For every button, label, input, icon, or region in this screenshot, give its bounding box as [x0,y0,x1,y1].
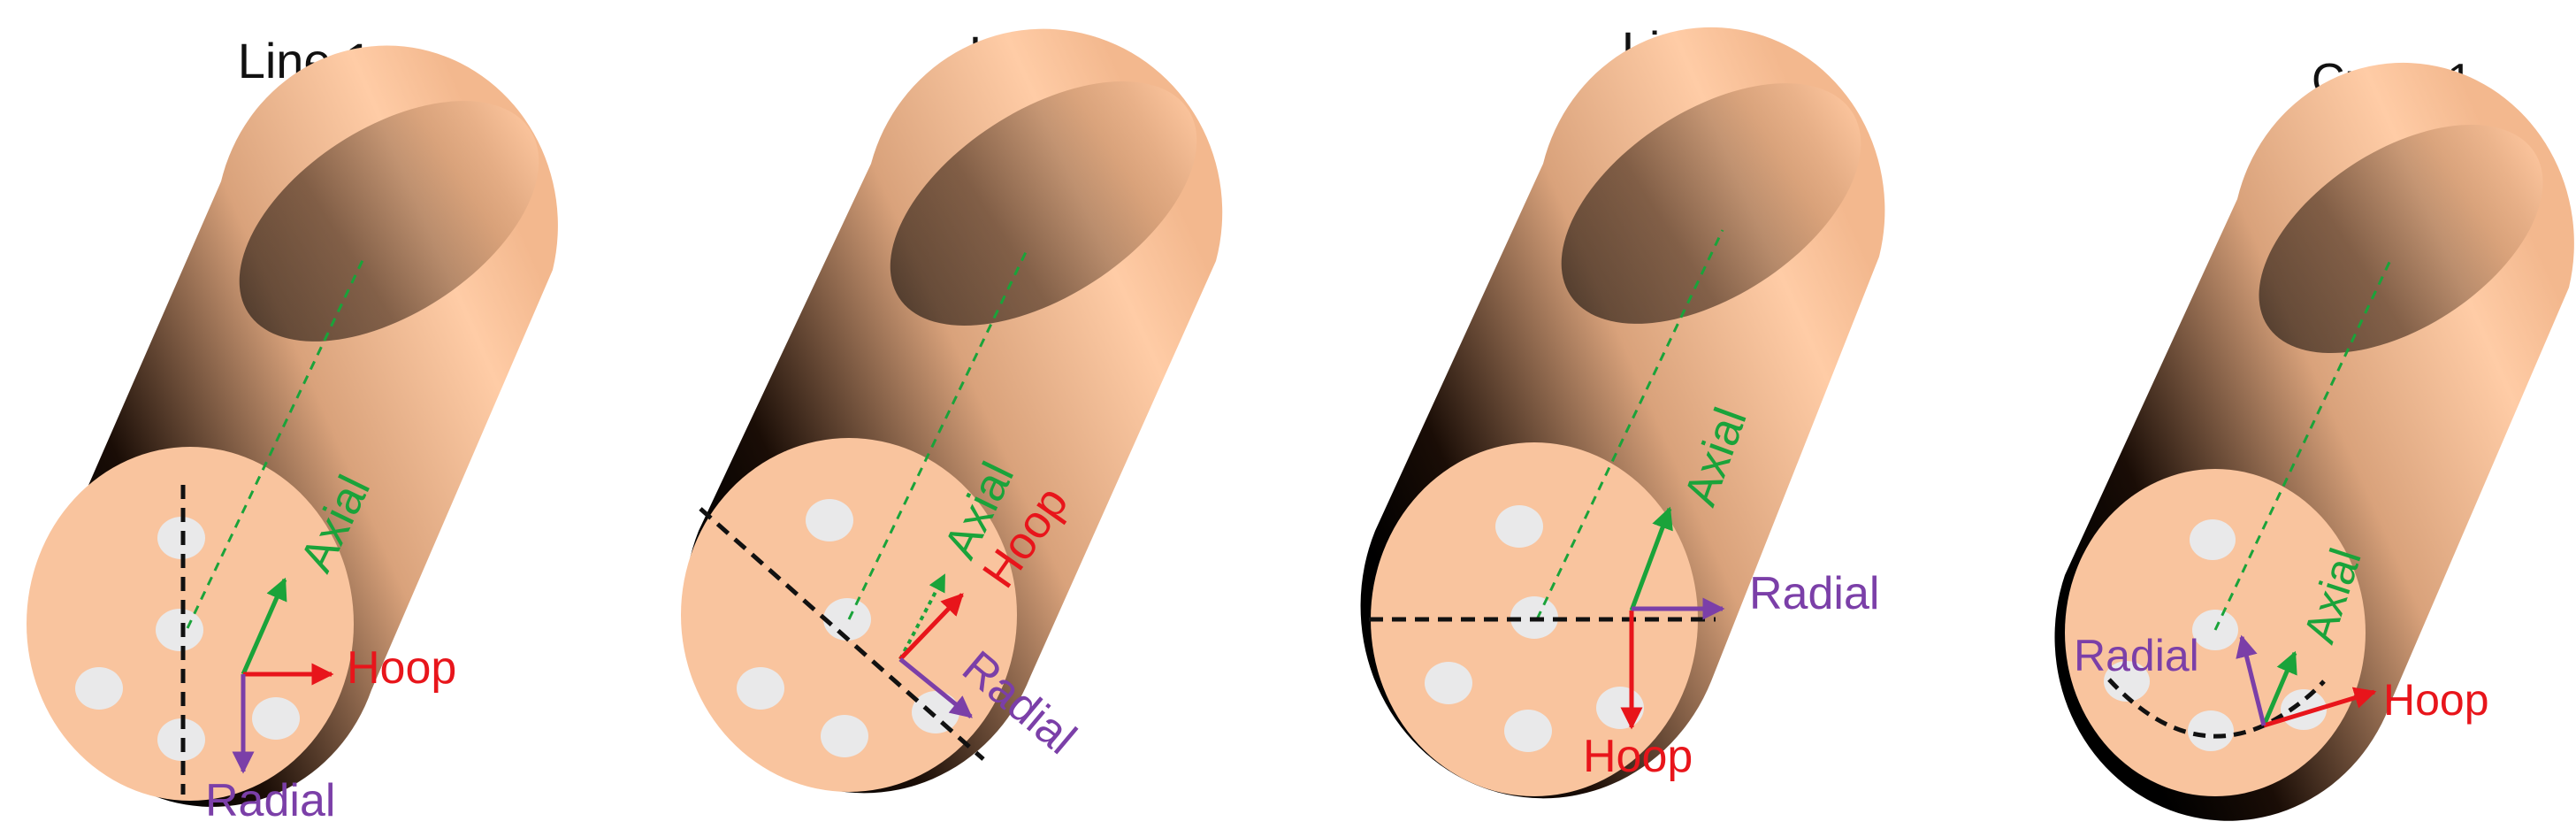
axial-arrow [898,573,946,660]
panel-line-3: Line 3 Axial Hoop Radial [1360,21,1885,799]
axis-centerline [186,256,366,629]
radial-label: Radial [1749,568,1879,619]
face-holes [737,499,959,757]
radial-label: Radial [2074,631,2199,680]
hoop-arrow [2263,687,2377,728]
axis-centerline [2213,256,2394,631]
hole [1504,710,1552,752]
hole [75,667,123,710]
axis-centerline [1535,229,1724,620]
hole [823,598,871,641]
radial-arrow [898,657,973,718]
axial-arrow [2261,650,2297,726]
hole [821,715,868,757]
cylinder-top-cap [890,81,1197,326]
radial-label: Radial [205,775,335,826]
hole [156,609,203,651]
axis-centerline [847,251,1028,620]
radial-arrow [2236,634,2266,726]
hoop-label: Hoop [347,642,456,694]
hole [1425,662,1472,704]
hole [2281,689,2327,730]
panel-line-2: Line 2 Axial Hoop Radial [681,26,1223,794]
hole [2190,519,2236,560]
measurement-path-curve [2107,678,2326,739]
cylinder-top-cap [1561,83,1861,324]
hole [806,499,853,541]
hoop-label: Hoop [2383,675,2489,725]
hole [1495,505,1543,548]
axial-arrow [1629,506,1673,611]
hole [912,691,959,733]
panel-line-1: Line 1 Axial Hoop Radial [27,33,558,826]
measurement-path-line [699,507,985,761]
hole [252,697,300,740]
cylinder-top-cap [2259,124,2543,354]
hole [1596,687,1644,729]
axial-arrow [241,577,287,676]
hole [2188,710,2234,751]
hole [737,667,784,710]
hoop-label: Hoop [1583,731,1693,782]
panel-curve-1: Curve 1 Axial Hoop Radial [2054,55,2574,821]
hoop-arrow [898,593,964,661]
cylinder-top-cap [239,101,539,342]
hole [2104,661,2150,702]
